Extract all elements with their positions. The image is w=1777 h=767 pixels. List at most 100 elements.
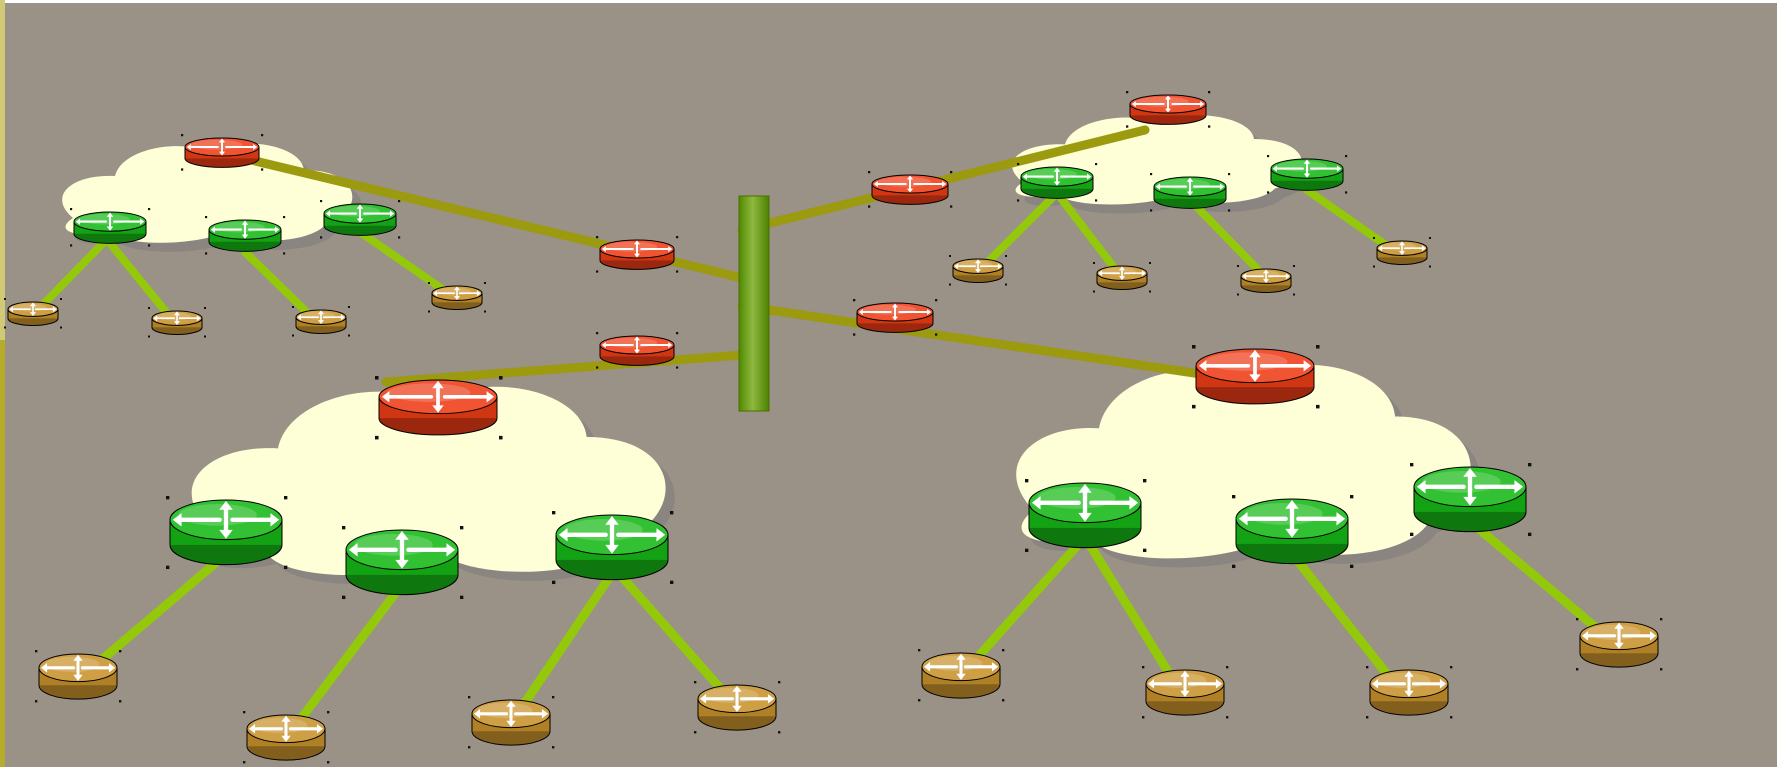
selection-handle — [398, 236, 401, 239]
links-layer — [26, 125, 1625, 745]
selection-handle — [949, 283, 951, 286]
router-highlight — [214, 221, 265, 233]
selection-handle — [348, 334, 350, 337]
router-highlight — [44, 656, 100, 672]
router-arrow-head — [923, 662, 931, 672]
router-arrow-head — [1022, 173, 1028, 180]
router-arrow-head — [218, 138, 226, 143]
router-arrow-head — [858, 308, 863, 316]
selection-handle — [596, 236, 599, 239]
router-icon — [243, 711, 330, 764]
router-arrow-head — [1303, 159, 1311, 164]
router-arrow-head — [1514, 480, 1524, 494]
selection-handle — [148, 307, 150, 309]
selection-handle — [1142, 666, 1145, 669]
router-arrow-head — [348, 543, 358, 557]
selection-handle — [204, 307, 206, 309]
selection-handle — [70, 208, 73, 211]
selection-handle — [181, 168, 184, 171]
router-arrow-head — [732, 705, 742, 712]
selection-handle — [1373, 237, 1375, 239]
selection-handle — [468, 746, 471, 749]
router-arrow-head — [601, 341, 606, 349]
router-arrow-head — [219, 529, 233, 539]
access-link — [974, 189, 1061, 276]
selection-handle — [468, 696, 471, 699]
router-icon — [35, 650, 122, 703]
selection-handle — [4, 326, 6, 329]
router-arrow-head — [1086, 173, 1092, 180]
selection-handle — [1226, 666, 1229, 669]
access-link — [1080, 532, 1188, 701]
router-arrow-head — [1098, 270, 1103, 277]
selection-handle — [1429, 237, 1431, 239]
router-highlight — [1037, 486, 1116, 509]
router-arrow-head — [186, 143, 191, 151]
router-arrow-head — [1303, 360, 1312, 372]
router-arrow-head — [210, 226, 216, 233]
router-arrow-head — [1053, 181, 1061, 186]
selection-handle — [1237, 265, 1239, 267]
selection-handle — [348, 306, 350, 308]
selection-handle — [1237, 293, 1239, 296]
selection-handle — [375, 376, 379, 380]
selection-handle — [4, 298, 6, 300]
selection-handle — [918, 699, 921, 702]
router-arrow-head — [1249, 374, 1261, 382]
access-link — [1053, 189, 1126, 282]
router-arrow-head — [605, 515, 619, 525]
selection-handle — [499, 376, 503, 380]
router-arrow-head — [174, 311, 180, 316]
router-arrow-head — [106, 226, 114, 231]
selection-handle — [1142, 716, 1145, 719]
router-icon — [1576, 618, 1663, 671]
selection-handle — [70, 244, 73, 247]
selection-handle — [398, 200, 401, 203]
router-arrow-head — [241, 234, 249, 239]
router-icon — [205, 216, 286, 255]
router-arrow-head — [656, 528, 666, 542]
selection-handle — [1025, 548, 1029, 553]
selection-handle — [148, 208, 151, 211]
router-arrow-head — [956, 653, 966, 660]
router-highlight — [1151, 672, 1207, 688]
router-arrow-head — [906, 188, 914, 193]
router-highlight — [877, 176, 931, 187]
router-arrow-head — [75, 218, 81, 225]
router-arrow-head — [732, 685, 742, 692]
selection-handle — [320, 236, 323, 239]
router-icon — [1373, 237, 1431, 268]
selection-handle — [119, 650, 122, 653]
selection-handle — [1093, 290, 1095, 293]
router-arrow-head — [633, 240, 641, 245]
router-arrow-head — [891, 303, 899, 308]
router-arrow-head — [1155, 183, 1161, 190]
router-arrow-head — [506, 720, 516, 727]
selection-handle — [460, 526, 464, 530]
router-arrow-head — [1404, 690, 1414, 697]
router-highlight — [564, 518, 643, 541]
router-highlight — [1204, 352, 1288, 371]
router-arrow-head — [356, 218, 364, 223]
selection-handle — [868, 205, 871, 208]
selection-handle — [261, 168, 264, 171]
router-arrow-head — [174, 321, 180, 326]
router-arrow-head — [340, 314, 345, 321]
selection-handle — [950, 171, 953, 174]
selection-handle — [552, 511, 556, 515]
router-arrow-head — [633, 349, 641, 354]
router-arrow-head — [30, 302, 36, 307]
router-icon — [853, 299, 938, 336]
selection-handle — [1149, 262, 1151, 264]
router-highlight — [1026, 168, 1077, 180]
selection-handle — [1005, 255, 1007, 257]
selection-handle — [1192, 345, 1196, 349]
router-arrow-head — [558, 528, 568, 542]
router-arrow-head — [1399, 251, 1405, 256]
selection-handle — [1228, 209, 1231, 212]
router-arrow-head — [927, 308, 932, 316]
router-arrow-head — [106, 212, 114, 217]
router-arrow-head — [325, 210, 331, 217]
selection-handle — [1350, 564, 1354, 569]
